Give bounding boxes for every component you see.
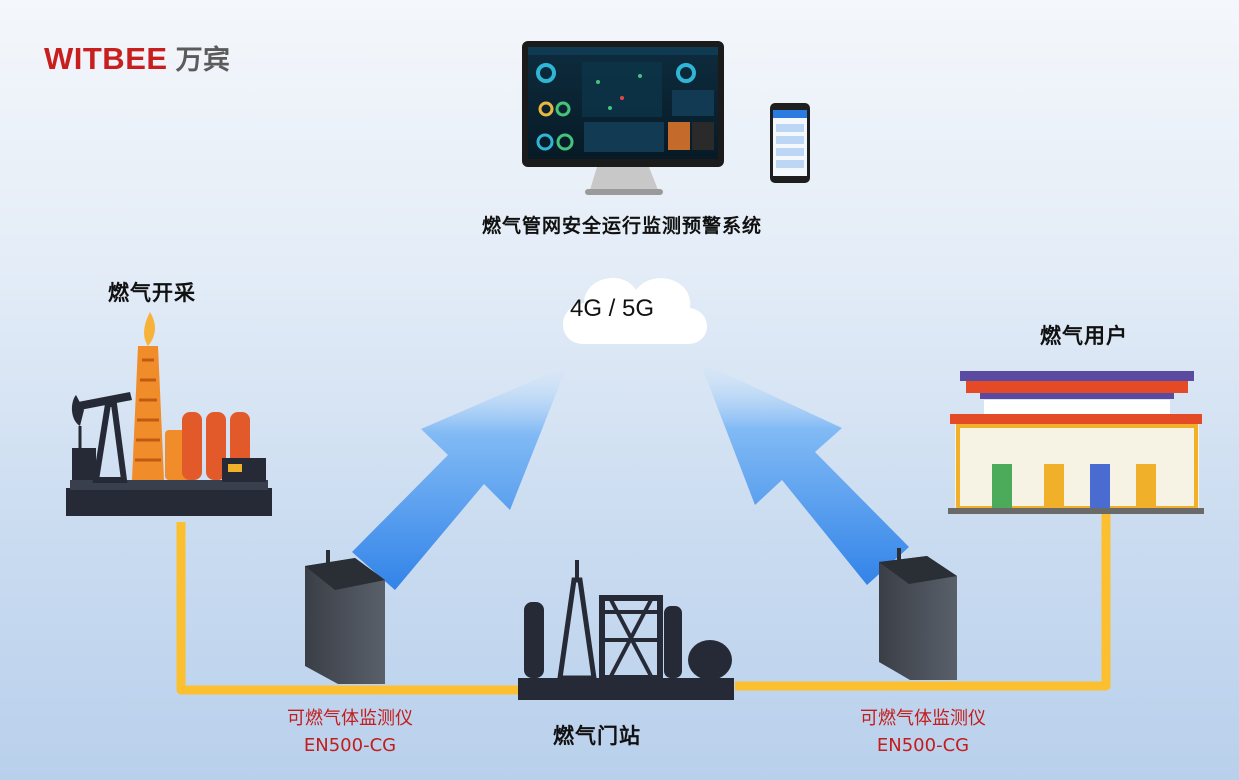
detector-left-model: EN500-CG: [303, 735, 397, 756]
detector-left-label: 可燃气体监测仪 EN500-CG: [250, 705, 450, 759]
oil-pumpjack-icon: [66, 312, 272, 516]
brand-name-cn: 万宾: [175, 45, 231, 76]
gas-pipeline: [176, 514, 1111, 695]
refinery-icon: [518, 560, 734, 700]
smartphone-icon: [770, 103, 810, 183]
gas-detector-icon: [305, 548, 957, 684]
detector-right-model: EN500-CG: [876, 735, 970, 756]
production-label: 燃气开采: [108, 281, 196, 305]
gate-station-label: 燃气门站: [553, 724, 641, 748]
gas-station-icon: [948, 371, 1204, 514]
desktop-monitor-icon: [522, 41, 724, 195]
brand-name: WITBEE: [44, 41, 168, 76]
cloud-icon: [563, 277, 708, 344]
user-label: 燃气用户: [1040, 324, 1128, 348]
upload-arrow-icon: [352, 362, 909, 590]
detector-left-name: 可燃气体监测仪: [287, 708, 413, 729]
detector-right-label: 可燃气体监测仪 EN500-CG: [823, 705, 1023, 759]
detector-right-name: 可燃气体监测仪: [860, 708, 986, 729]
network-label: 4G / 5G: [570, 295, 655, 322]
system-label: 燃气管网安全运行监测预警系统: [482, 215, 763, 237]
